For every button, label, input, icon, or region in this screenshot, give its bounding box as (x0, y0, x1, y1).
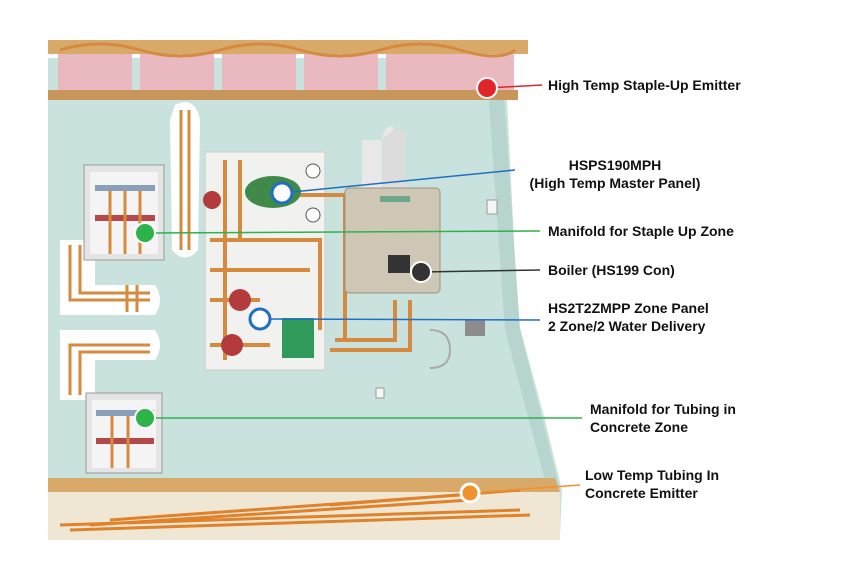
label-zone-panel-line2: 2 Zone/2 Water Delivery (548, 318, 706, 334)
wall-cutout-upper (170, 102, 200, 258)
label-low-temp-line2: Concrete Emitter (585, 485, 698, 501)
pressure-gauges (305, 163, 321, 223)
callout-line-master-panel (281, 169, 516, 194)
label-zone-panel-line1: HS2T2ZMPP Zone Panel (548, 300, 709, 316)
floor-slab (48, 478, 560, 492)
label-low-temp: Low Temp Tubing In Concrete Emitter (585, 466, 719, 502)
marker-staple-up-emitter (476, 77, 498, 99)
label-manifold-staple: Manifold for Staple Up Zone (548, 223, 734, 239)
label-zone-panel: HS2T2ZMPP Zone Panel 2 Zone/2 Water Deli… (548, 299, 709, 335)
callout-line-manifold-staple (144, 230, 541, 234)
manifold-box-upper (83, 164, 165, 261)
callout-line-low-temp (469, 484, 581, 494)
label-low-temp-line1: Low Temp Tubing In (585, 467, 720, 483)
marker-zone-panel (248, 307, 272, 331)
concrete-tubing (59, 488, 531, 532)
marker-manifold-staple (134, 222, 156, 244)
label-master-panel-line1: HSPS190MPH (568, 157, 662, 173)
callout-line-zone-panel (259, 318, 541, 321)
label-manifold-concrete-line2: Concrete Zone (590, 419, 689, 435)
label-manifold-concrete: Manifold for Tubing in Concrete Zone (590, 400, 736, 436)
wall-cutout-lower (60, 330, 160, 400)
vertical-tubing-upper (179, 110, 191, 250)
label-master-panel-line2: (High Temp Master Panel) (529, 175, 701, 191)
wall-right-edge (485, 40, 560, 492)
label-staple-up-emitter: High Temp Staple-Up Emitter (548, 77, 741, 93)
marker-manifold-concrete (134, 407, 156, 429)
callout-line-boiler (420, 269, 541, 273)
label-manifold-concrete-line1: Manifold for Tubing in (590, 401, 736, 417)
circulator-pumps (203, 191, 251, 356)
tubing-mid (68, 245, 150, 312)
boiler-controls (375, 199, 498, 399)
insulation-batts (58, 54, 514, 90)
tubing-lower (68, 343, 150, 395)
label-boiler: Boiler (HS199 Con) (548, 262, 675, 278)
ceiling-bottom (48, 90, 518, 100)
manifold-box-lower (85, 392, 163, 474)
marker-boiler (410, 261, 432, 283)
marker-low-temp (459, 482, 481, 504)
marker-master-panel (270, 181, 294, 205)
staple-up-tubing (59, 42, 516, 58)
label-master-panel: HSPS190MPH (High Temp Master Panel) (515, 156, 715, 192)
panel-piping (210, 160, 412, 360)
zone-controller (282, 318, 314, 358)
